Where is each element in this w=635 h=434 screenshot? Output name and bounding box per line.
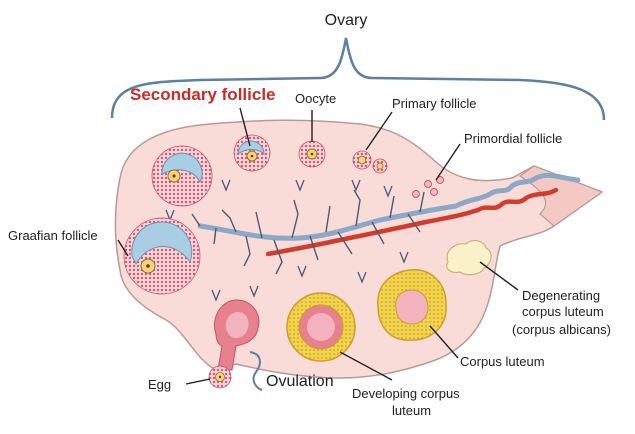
vessel-branches [191, 189, 425, 275]
label-degenerating-2: corpus luteum [522, 304, 604, 319]
artery-vessel [265, 187, 559, 257]
label-secondary-follicle: Secondary follicle [130, 85, 276, 104]
label-ovulation: Ovulation [266, 373, 334, 390]
primary-follicles [352, 150, 388, 174]
label-developing-2: luteum [392, 403, 431, 418]
ovulation-bracket [249, 351, 263, 391]
vein-vessel [197, 172, 581, 241]
label-graafian-follicle: Graafian follicle [8, 228, 98, 243]
label-primordial-follicle: Primordial follicle [464, 131, 562, 146]
label-degenerating-1: Degenerating [522, 288, 600, 303]
ovary-bracket [110, 37, 606, 121]
label-ovary: Ovary [325, 12, 368, 29]
label-degenerating-3: (corpus albicans) [512, 322, 611, 337]
primordial-follicles [412, 176, 444, 198]
developing-corpus-luteum [286, 292, 356, 362]
secondary-follicle [233, 134, 271, 172]
label-corpus-luteum: Corpus luteum [460, 354, 545, 369]
corpus-albicans [446, 239, 492, 276]
label-egg: Egg [148, 377, 171, 392]
corpus-luteum [377, 269, 447, 341]
released-egg [208, 365, 232, 389]
ligament-stub [518, 165, 604, 227]
leader-lines [117, 107, 519, 385]
label-primary-follicle: Primary follicle [392, 96, 477, 111]
follicle-top-left [151, 145, 213, 207]
label-oocyte: Oocyte [295, 91, 336, 106]
label-developing-1: Developing corpus [352, 386, 460, 401]
oocyte-follicle [298, 140, 326, 168]
ruptured-follicle [214, 299, 260, 371]
graafian-follicle [123, 217, 201, 295]
